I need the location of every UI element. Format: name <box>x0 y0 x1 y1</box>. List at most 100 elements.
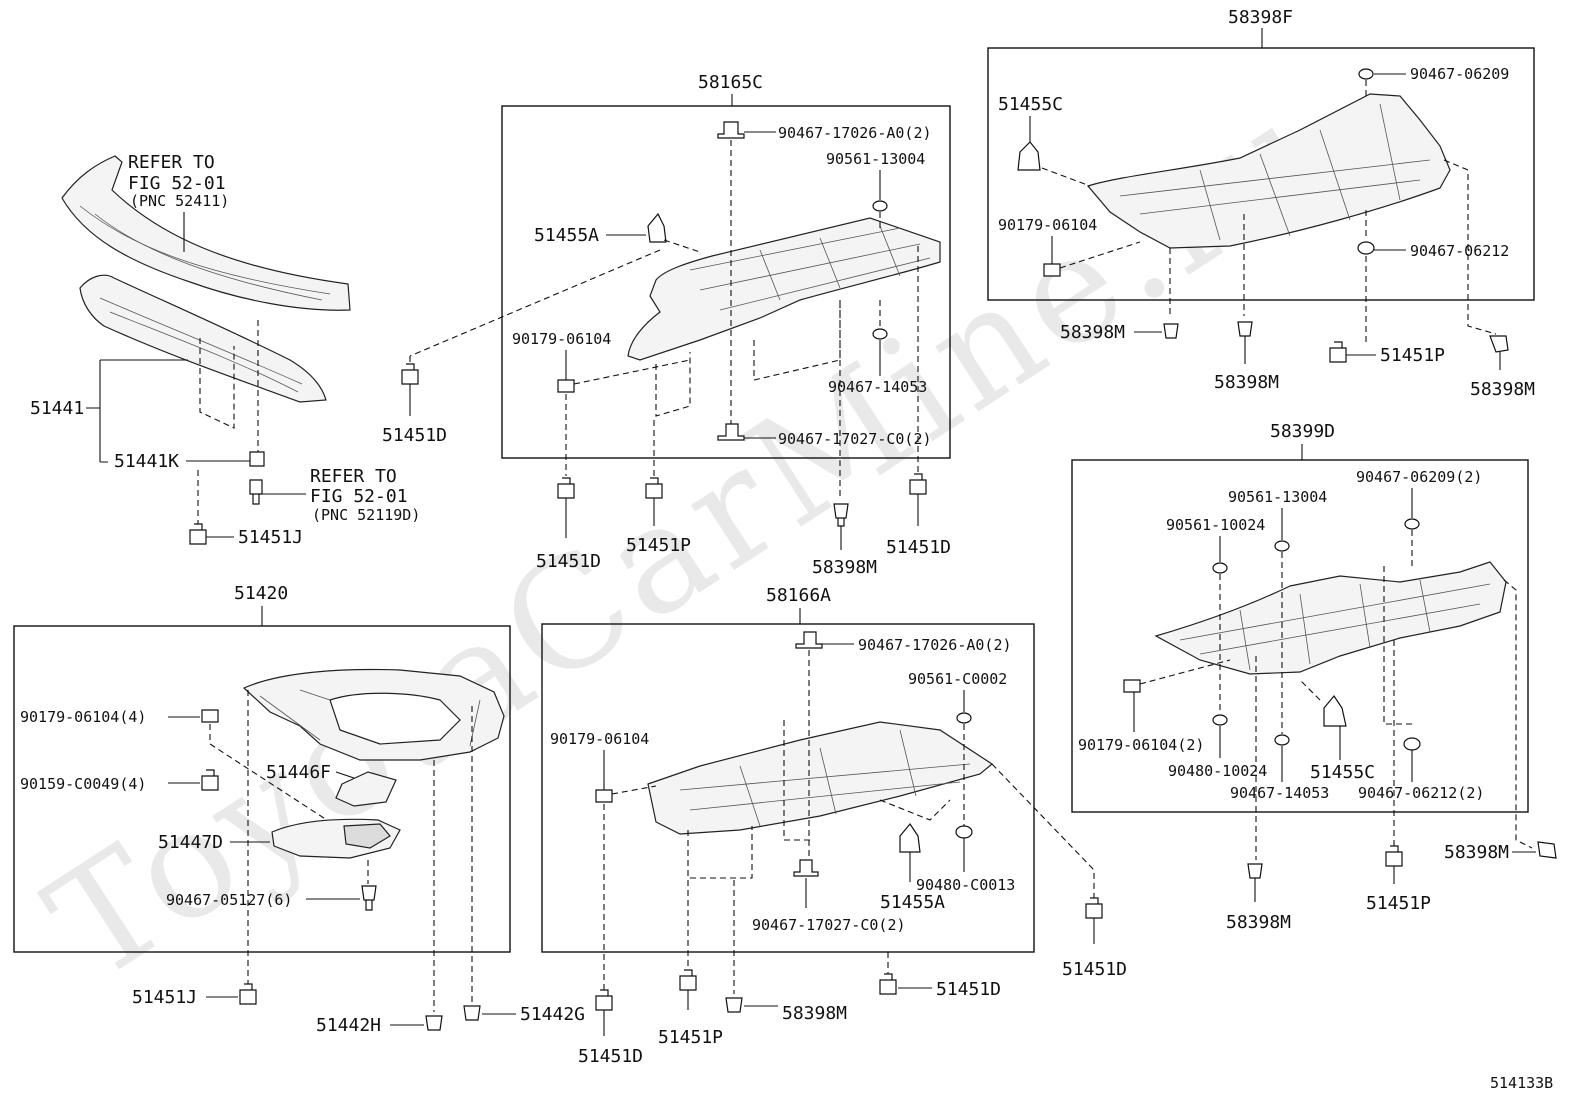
below-58165C-2: 51451P <box>626 535 691 556</box>
bolt-51451D-c-icon <box>1085 897 1103 919</box>
label-51420-2: 51446F <box>266 762 331 783</box>
lower-spoiler-part <box>79 274 327 403</box>
label-58398F-0: 90467-06209 <box>1410 65 1509 83</box>
below-58165C-1: 51451D <box>536 551 601 572</box>
label-51420-0: 90179-06104(4) <box>20 708 146 726</box>
clip-90467-05127-icon <box>361 885 377 911</box>
label-58399D-5: 51455C <box>1310 762 1375 783</box>
group-title-58399D: 58399D <box>1270 421 1335 442</box>
label-58399D-4: 90480-10024 <box>1168 762 1267 780</box>
label-58398F-1: 51455C <box>998 94 1063 115</box>
label-58165C-4: 90467-14053 <box>828 378 927 396</box>
clip-51442G-icon <box>463 1005 481 1021</box>
frame-58398F <box>987 47 1535 301</box>
clip-51442H-icon <box>425 1015 443 1031</box>
below-58399D-2: 51451P <box>1366 893 1431 914</box>
group-title-58166A: 58166A <box>766 585 831 606</box>
below-58166A-2: 58398M <box>782 1003 847 1024</box>
cover-51446F-part <box>335 771 397 807</box>
below-51420-1: 51442H <box>316 1015 381 1036</box>
label-58165C-2: 51455A <box>534 225 599 246</box>
group-title-51420: 51420 <box>234 583 288 604</box>
label-58166A-1: 90561-C0002 <box>908 670 1007 688</box>
bumper-cover-part <box>61 155 351 311</box>
below-58398F-3: 58398M <box>1470 379 1535 400</box>
clip-58398M-d-icon <box>1247 863 1263 879</box>
below-58398F-2: 51451P <box>1380 345 1445 366</box>
label-58165C-1: 90561-13004 <box>826 150 925 168</box>
nut-90561-icon <box>872 200 888 212</box>
nut-90467-06212-icon <box>1357 241 1375 255</box>
label-58166A-5: 90467-17027-C0(2) <box>752 916 906 934</box>
label-58165C-0: 90467-17026-A0(2) <box>778 124 932 142</box>
nut-90561-C0002-icon <box>956 712 972 724</box>
nut-90179-icon <box>557 379 575 393</box>
clip-51455A-icon <box>647 212 667 243</box>
below-51420-2: 51442G <box>520 1004 585 1025</box>
bolt-51451D-a-icon <box>557 477 575 499</box>
nut-90467-14053-icon <box>872 328 888 340</box>
clip-58398M-b-icon <box>1237 321 1253 337</box>
clip-51455C-icon <box>1017 141 1041 171</box>
nut-90179-06104-b-icon <box>1123 679 1141 693</box>
part-label-51441: 51441 <box>30 398 84 419</box>
bolt-51451P-icon <box>1329 341 1347 363</box>
label-58166A-3: 90480-C0013 <box>916 876 1015 894</box>
refer-fig-bottom-line1: REFER TO <box>310 466 397 487</box>
part-label-51451J-top: 51451J <box>238 527 303 548</box>
refer-fig-bottom-line3: (PNC 52119D) <box>312 506 420 524</box>
refer-fig-top-line2: FIG 52-01 <box>128 173 226 194</box>
group-58399D: 58399D 90467-06209(2) 90561-13004 90561-… <box>1071 421 1557 933</box>
label-58399D-7: 90467-06212(2) <box>1358 784 1484 802</box>
label-58166A-4: 51455A <box>880 892 945 913</box>
label-58398F-3: 90467-06212 <box>1410 242 1509 260</box>
label-58165C-3: 90179-06104 <box>512 330 611 348</box>
below-51420-0: 51451J <box>132 987 197 1008</box>
below-58166A-1: 51451P <box>658 1027 723 1048</box>
label-51420-4: 90467-05127(6) <box>166 891 292 909</box>
nut-90561-10024-icon <box>1212 562 1228 574</box>
bolt-51451D-b-icon <box>909 473 927 495</box>
nut-90480-10024-icon <box>1212 714 1228 726</box>
nut-90179-06104-icon <box>1043 263 1061 277</box>
clip-51441K-icon <box>249 451 265 467</box>
label-51420-3: 51447D <box>158 832 223 853</box>
label-58399D-3: 90179-06104(2) <box>1078 736 1204 754</box>
label-58399D-1: 90561-13004 <box>1228 488 1327 506</box>
label-58166A-2: 90179-06104 <box>550 730 649 748</box>
label-58165C-5: 90467-17027-C0(2) <box>778 430 932 448</box>
clip-90467-17026-icon <box>717 121 745 139</box>
clip-90467-17026-b-icon <box>795 631 823 649</box>
nut-90179-06104-d-icon <box>595 789 613 803</box>
below-58398F-0: 58398M <box>1060 322 1125 343</box>
nut-90179-06104-c-icon <box>201 709 219 723</box>
label-51420-1: 90159-C0049(4) <box>20 775 146 793</box>
frame-58399D <box>1071 459 1529 813</box>
bolt-51451D-left-icon <box>401 363 419 385</box>
clip-58398M-a-icon <box>1163 323 1179 339</box>
below-58398F-1: 58398M <box>1214 372 1279 393</box>
clip-58398M-f-icon <box>725 997 743 1013</box>
clip-58398M-c-icon <box>1489 335 1509 353</box>
undercover-58399D-part <box>1154 561 1507 675</box>
below-58166A-4: 51451D <box>936 979 1001 1000</box>
frame-58166A <box>541 623 1035 953</box>
bolt-51451P-c-icon <box>679 969 697 991</box>
label-58399D-2: 90561-10024 <box>1166 516 1265 534</box>
group-58165C: 58165C 90467-17026-A0(2) 90561-13004 514… <box>382 72 951 578</box>
group-title-58165C: 58165C <box>698 72 763 93</box>
below-58165C-0: 51451D <box>382 425 447 446</box>
bolt-refer-icon <box>249 479 263 505</box>
clip-90467-17027-b-icon <box>793 859 819 877</box>
nut-90467-14053-b-icon <box>1274 734 1290 746</box>
undercover-58165C-part <box>627 217 941 361</box>
front-bumper-group: REFER TO FIG 52-01 (PNC 52411) 51441 514… <box>30 152 420 548</box>
clip-90467-17027-icon <box>717 423 745 441</box>
part-label-51441K: 51441K <box>114 451 179 472</box>
nut-90467-06212-b-icon <box>1403 737 1421 751</box>
refer-fig-top-line3: (PNC 52411) <box>130 192 229 210</box>
diagram-id: 514133B <box>1490 1074 1553 1092</box>
frame-51420 <box>13 625 511 953</box>
below-58165C-3: 58398M <box>812 557 877 578</box>
